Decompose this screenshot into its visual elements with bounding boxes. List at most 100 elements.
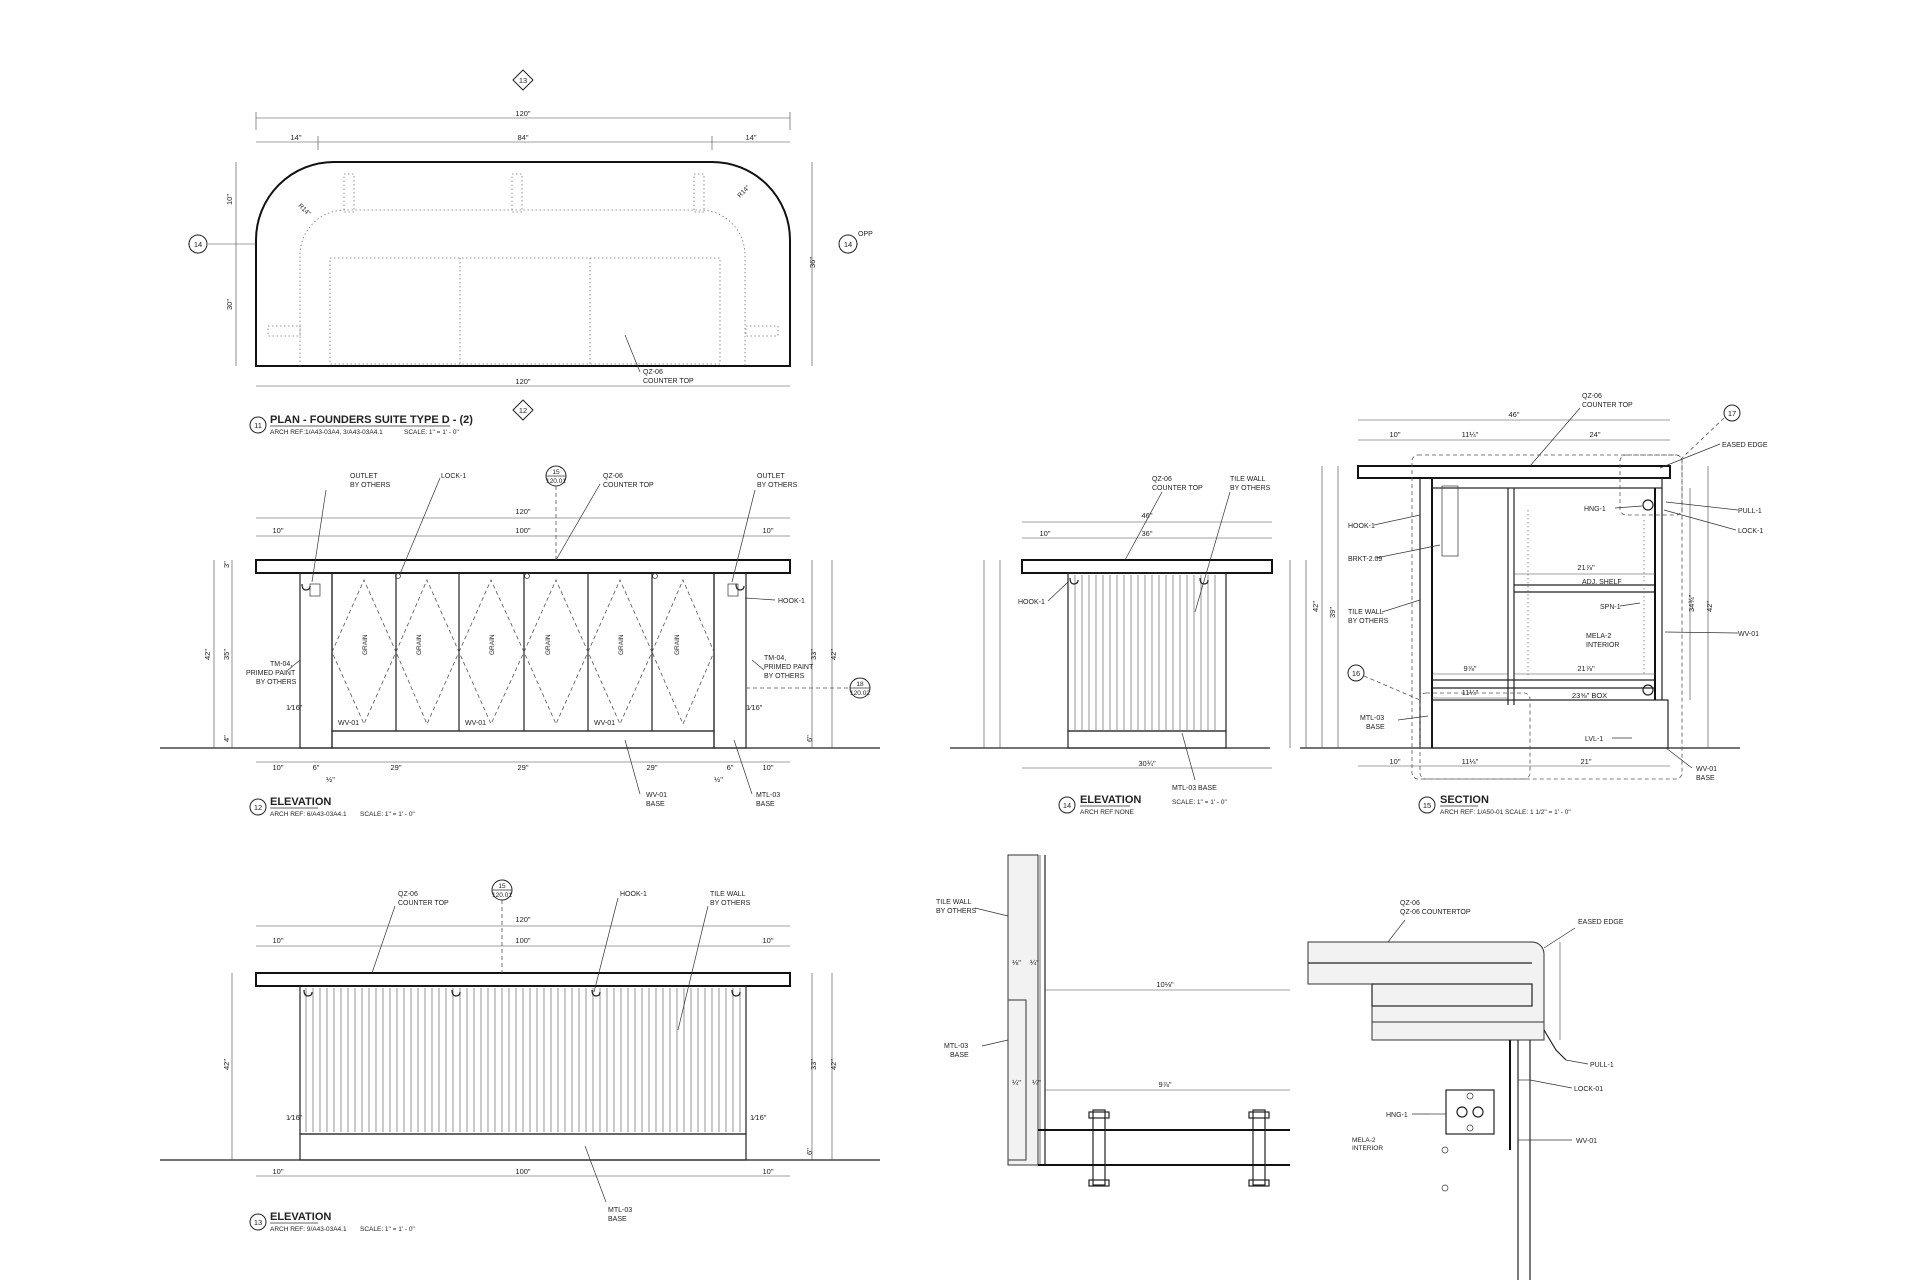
svg-text:15: 15 (552, 469, 560, 476)
svg-text:14: 14 (1063, 801, 1071, 810)
svg-text:ELEVATION: ELEVATION (270, 1211, 331, 1223)
svg-text:12: 12 (254, 803, 262, 812)
svg-text:PRIMED PAINT: PRIMED PAINT (246, 670, 296, 677)
svg-text:WV-01: WV-01 (594, 720, 615, 727)
svg-text:PULL-1: PULL-1 (1738, 508, 1762, 515)
svg-text:BASE: BASE (1366, 724, 1385, 731)
detail-tag-17[interactable]: 17 (1681, 404, 1741, 459)
svg-text:QZ-06: QZ-06 (1152, 476, 1172, 483)
section-title-block: 15 SECTION ARCH REF: 1/A50-01 SCALE: 1 1… (1418, 794, 1571, 816)
svg-text:R14": R14" (736, 184, 752, 200)
svg-text:10": 10" (762, 763, 773, 772)
svg-text:42": 42" (1311, 601, 1320, 612)
svg-text:36": 36" (808, 257, 817, 268)
svg-text:11¼": 11¼" (1462, 430, 1479, 439)
svg-text:13: 13 (254, 1218, 262, 1227)
svg-text:R14": R14" (297, 202, 313, 218)
svg-text:⅛": ⅛" (1012, 958, 1021, 967)
svg-text:12: 12 (519, 406, 527, 415)
svg-text:TILE WALL: TILE WALL (936, 899, 972, 906)
section-detail-marker[interactable] (1411, 454, 1683, 780)
svg-text:120.01: 120.01 (492, 892, 512, 899)
detail-16: 10⅛" 9⅞" ⅛" ¼" ¼" ¼" TILE WALL BY OTHERS… (936, 854, 1290, 1187)
svg-text:BY OTHERS: BY OTHERS (1348, 618, 1389, 625)
svg-text:¼": ¼" (1012, 1078, 1021, 1087)
svg-text:1⁄16": 1⁄16" (286, 703, 303, 712)
detail-tag-16[interactable]: 16 (1347, 664, 1421, 701)
section-tag-top[interactable]: 13 (512, 69, 534, 91)
svg-text:LOCK-1: LOCK-1 (1738, 528, 1763, 535)
svg-text:15: 15 (498, 883, 506, 890)
svg-text:GRAIN: GRAIN (489, 634, 496, 655)
svg-text:10": 10" (1389, 430, 1400, 439)
svg-text:120.02: 120.02 (850, 690, 870, 697)
svg-text:29": 29" (390, 763, 401, 772)
svg-text:42": 42" (203, 649, 212, 660)
svg-text:WV-01: WV-01 (465, 720, 486, 727)
svg-text:OUTLET: OUTLET (350, 473, 378, 480)
elevation-14: 46" 10" 36" 30¾" QZ-06 COUNTER TOP TILE … (950, 476, 1307, 816)
elev12-title-block: 12 ELEVATION ARCH REF: 6/A43-03A4.1 SCAL… (249, 796, 416, 818)
svg-text:42": 42" (829, 1059, 838, 1070)
elev12-callouts: OUTLET BY OTHERS LOCK-1 QZ-06 COUNTER TO… (246, 473, 814, 808)
section-tag-right[interactable]: 14 OPP (838, 231, 873, 254)
svg-text:9⅞": 9⅞" (1158, 1080, 1171, 1089)
svg-text:BY OTHERS: BY OTHERS (936, 908, 977, 915)
elev14-title-block: 14 ELEVATION ARCH REF:NONE SCALE: 1" = 1… (1058, 794, 1228, 816)
svg-text:BASE: BASE (1696, 775, 1715, 782)
section-tag-15-upper[interactable]: 15 120.01 (545, 465, 567, 560)
svg-text:21⅞": 21⅞" (1577, 563, 1595, 572)
elev13-callouts: QZ-06 COUNTER TOP HOOK-1 TILE WALL BY OT… (371, 891, 751, 1223)
svg-text:11¼": 11¼" (1462, 757, 1479, 766)
svg-text:42": 42" (829, 649, 838, 660)
door-panels: GRAIN GRAIN GRAIN GRAIN GRAIN GRAIN WV-0… (331, 573, 715, 731)
svg-text:WV-01: WV-01 (1696, 766, 1717, 773)
svg-text:120": 120" (515, 377, 531, 386)
svg-text:46": 46" (1141, 511, 1152, 520)
svg-text:HNG-1: HNG-1 (1386, 1112, 1408, 1119)
svg-text:EASED EDGE: EASED EDGE (1722, 442, 1768, 449)
svg-text:GRAIN: GRAIN (618, 634, 625, 655)
slatted-panel-13 (305, 988, 741, 1132)
plan-dimensions: 120" 14" 84" 14" 120" 10" 30" 36" (225, 109, 817, 387)
svg-text:BASE: BASE (608, 1216, 627, 1223)
svg-text:GRAIN: GRAIN (545, 634, 552, 655)
svg-text:EASED EDGE: EASED EDGE (1578, 919, 1624, 926)
svg-text:TM-04,: TM-04, (270, 661, 292, 668)
svg-text:84": 84" (517, 133, 528, 142)
svg-text:BY OTHERS: BY OTHERS (710, 900, 751, 907)
svg-text:HOOK-1: HOOK-1 (1018, 599, 1045, 606)
svg-text:34¾": 34¾" (1687, 594, 1696, 612)
svg-text:11¼": 11¼" (1462, 688, 1479, 697)
pull-hardware (1543, 1029, 1567, 1061)
svg-text:ELEVATION: ELEVATION (1080, 794, 1141, 806)
elev14-callouts: QZ-06 COUNTER TOP TILE WALL BY OTHERS HO… (1018, 476, 1271, 792)
section-tag-bottom[interactable]: 12 (512, 399, 534, 421)
svg-text:MTL-03 BASE: MTL-03 BASE (1172, 785, 1217, 792)
svg-text:QZ-06: QZ-06 (398, 891, 418, 898)
section-tag-left[interactable]: 14 (188, 234, 256, 254)
elev13-title-block: 13 ELEVATION ARCH REF: 9/A43-03A4.1 SCAL… (249, 1211, 416, 1233)
svg-text:MTL-03: MTL-03 (944, 1043, 968, 1050)
svg-text:120": 120" (515, 507, 531, 516)
svg-text:BY OTHERS: BY OTHERS (1230, 485, 1271, 492)
svg-text:MELA-2: MELA-2 (1586, 633, 1611, 640)
svg-text:¼": ¼" (1032, 1078, 1041, 1087)
svg-text:9⅞": 9⅞" (1463, 664, 1476, 673)
svg-text:WV-01: WV-01 (646, 792, 667, 799)
svg-text:42": 42" (1705, 601, 1714, 612)
slatted-panel-14 (1074, 575, 1216, 730)
svg-text:13: 13 (519, 76, 527, 85)
svg-text:PRIMED PAINT: PRIMED PAINT (764, 664, 814, 671)
svg-text:SPN-1: SPN-1 (1600, 604, 1621, 611)
svg-text:QZ-06: QZ-06 (603, 473, 623, 480)
svg-text:100": 100" (515, 1167, 531, 1176)
svg-text:COUNTER TOP: COUNTER TOP (398, 900, 449, 907)
svg-text:10⅛": 10⅛" (1156, 980, 1174, 989)
svg-text:10": 10" (272, 526, 283, 535)
svg-text:GRAIN: GRAIN (416, 634, 423, 655)
section-tag-15-lower[interactable]: 15 120.01 (491, 879, 513, 973)
svg-text:INTERIOR: INTERIOR (1586, 642, 1619, 649)
section-tag-18[interactable]: 18 120.02 (746, 677, 871, 699)
svg-text:1⁄16": 1⁄16" (746, 703, 763, 712)
